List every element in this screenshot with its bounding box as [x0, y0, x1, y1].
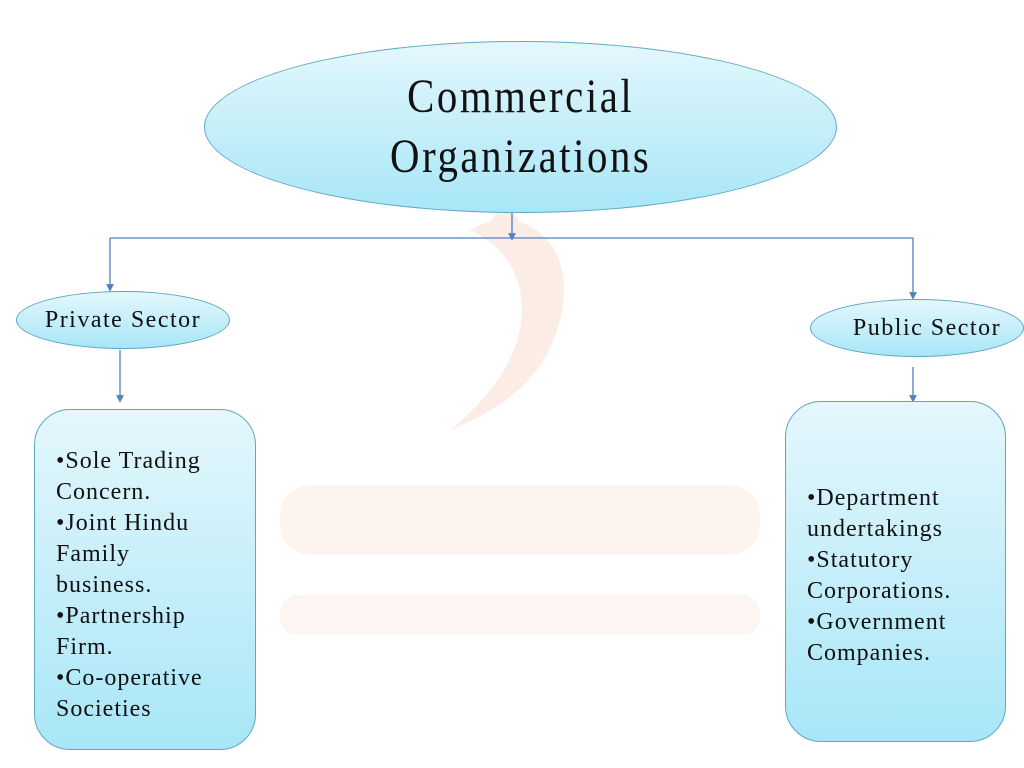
public-sector-list: •Department undertakings •Statutory Corp…: [785, 401, 1006, 742]
list-item: •Partnership: [56, 603, 186, 629]
list-item: •Co-operative: [56, 665, 203, 691]
list-item: Companies.: [807, 640, 931, 666]
list-item: business.: [56, 572, 153, 598]
list-item: •Sole Trading: [56, 448, 201, 474]
watermark-band: [280, 485, 760, 555]
root-title-line2: Organizations: [389, 130, 652, 183]
public-sector-node: Public Sector: [810, 299, 1024, 357]
list-item: •Department: [807, 485, 940, 511]
watermark-tagline-band: [280, 595, 760, 635]
list-item: •Statutory: [807, 547, 914, 573]
public-sector-label: Public Sector: [852, 314, 1002, 341]
root-title-line1: Commercial: [406, 70, 635, 123]
list-item: undertakings: [807, 516, 943, 542]
list-item: •Government: [807, 609, 947, 635]
list-item: Societies: [56, 696, 152, 722]
private-sector-node: Private Sector: [16, 291, 230, 349]
watermark-figure: [450, 220, 564, 430]
list-item: Concern.: [56, 479, 152, 505]
private-sector-list: •Sole Trading Concern. •Joint Hindu Fami…: [34, 409, 256, 750]
list-item: Family: [56, 541, 131, 567]
private-sector-label: Private Sector: [44, 306, 202, 333]
list-item: •Joint Hindu: [56, 510, 190, 536]
list-item: Corporations.: [807, 578, 952, 604]
list-item: Firm.: [56, 634, 114, 660]
